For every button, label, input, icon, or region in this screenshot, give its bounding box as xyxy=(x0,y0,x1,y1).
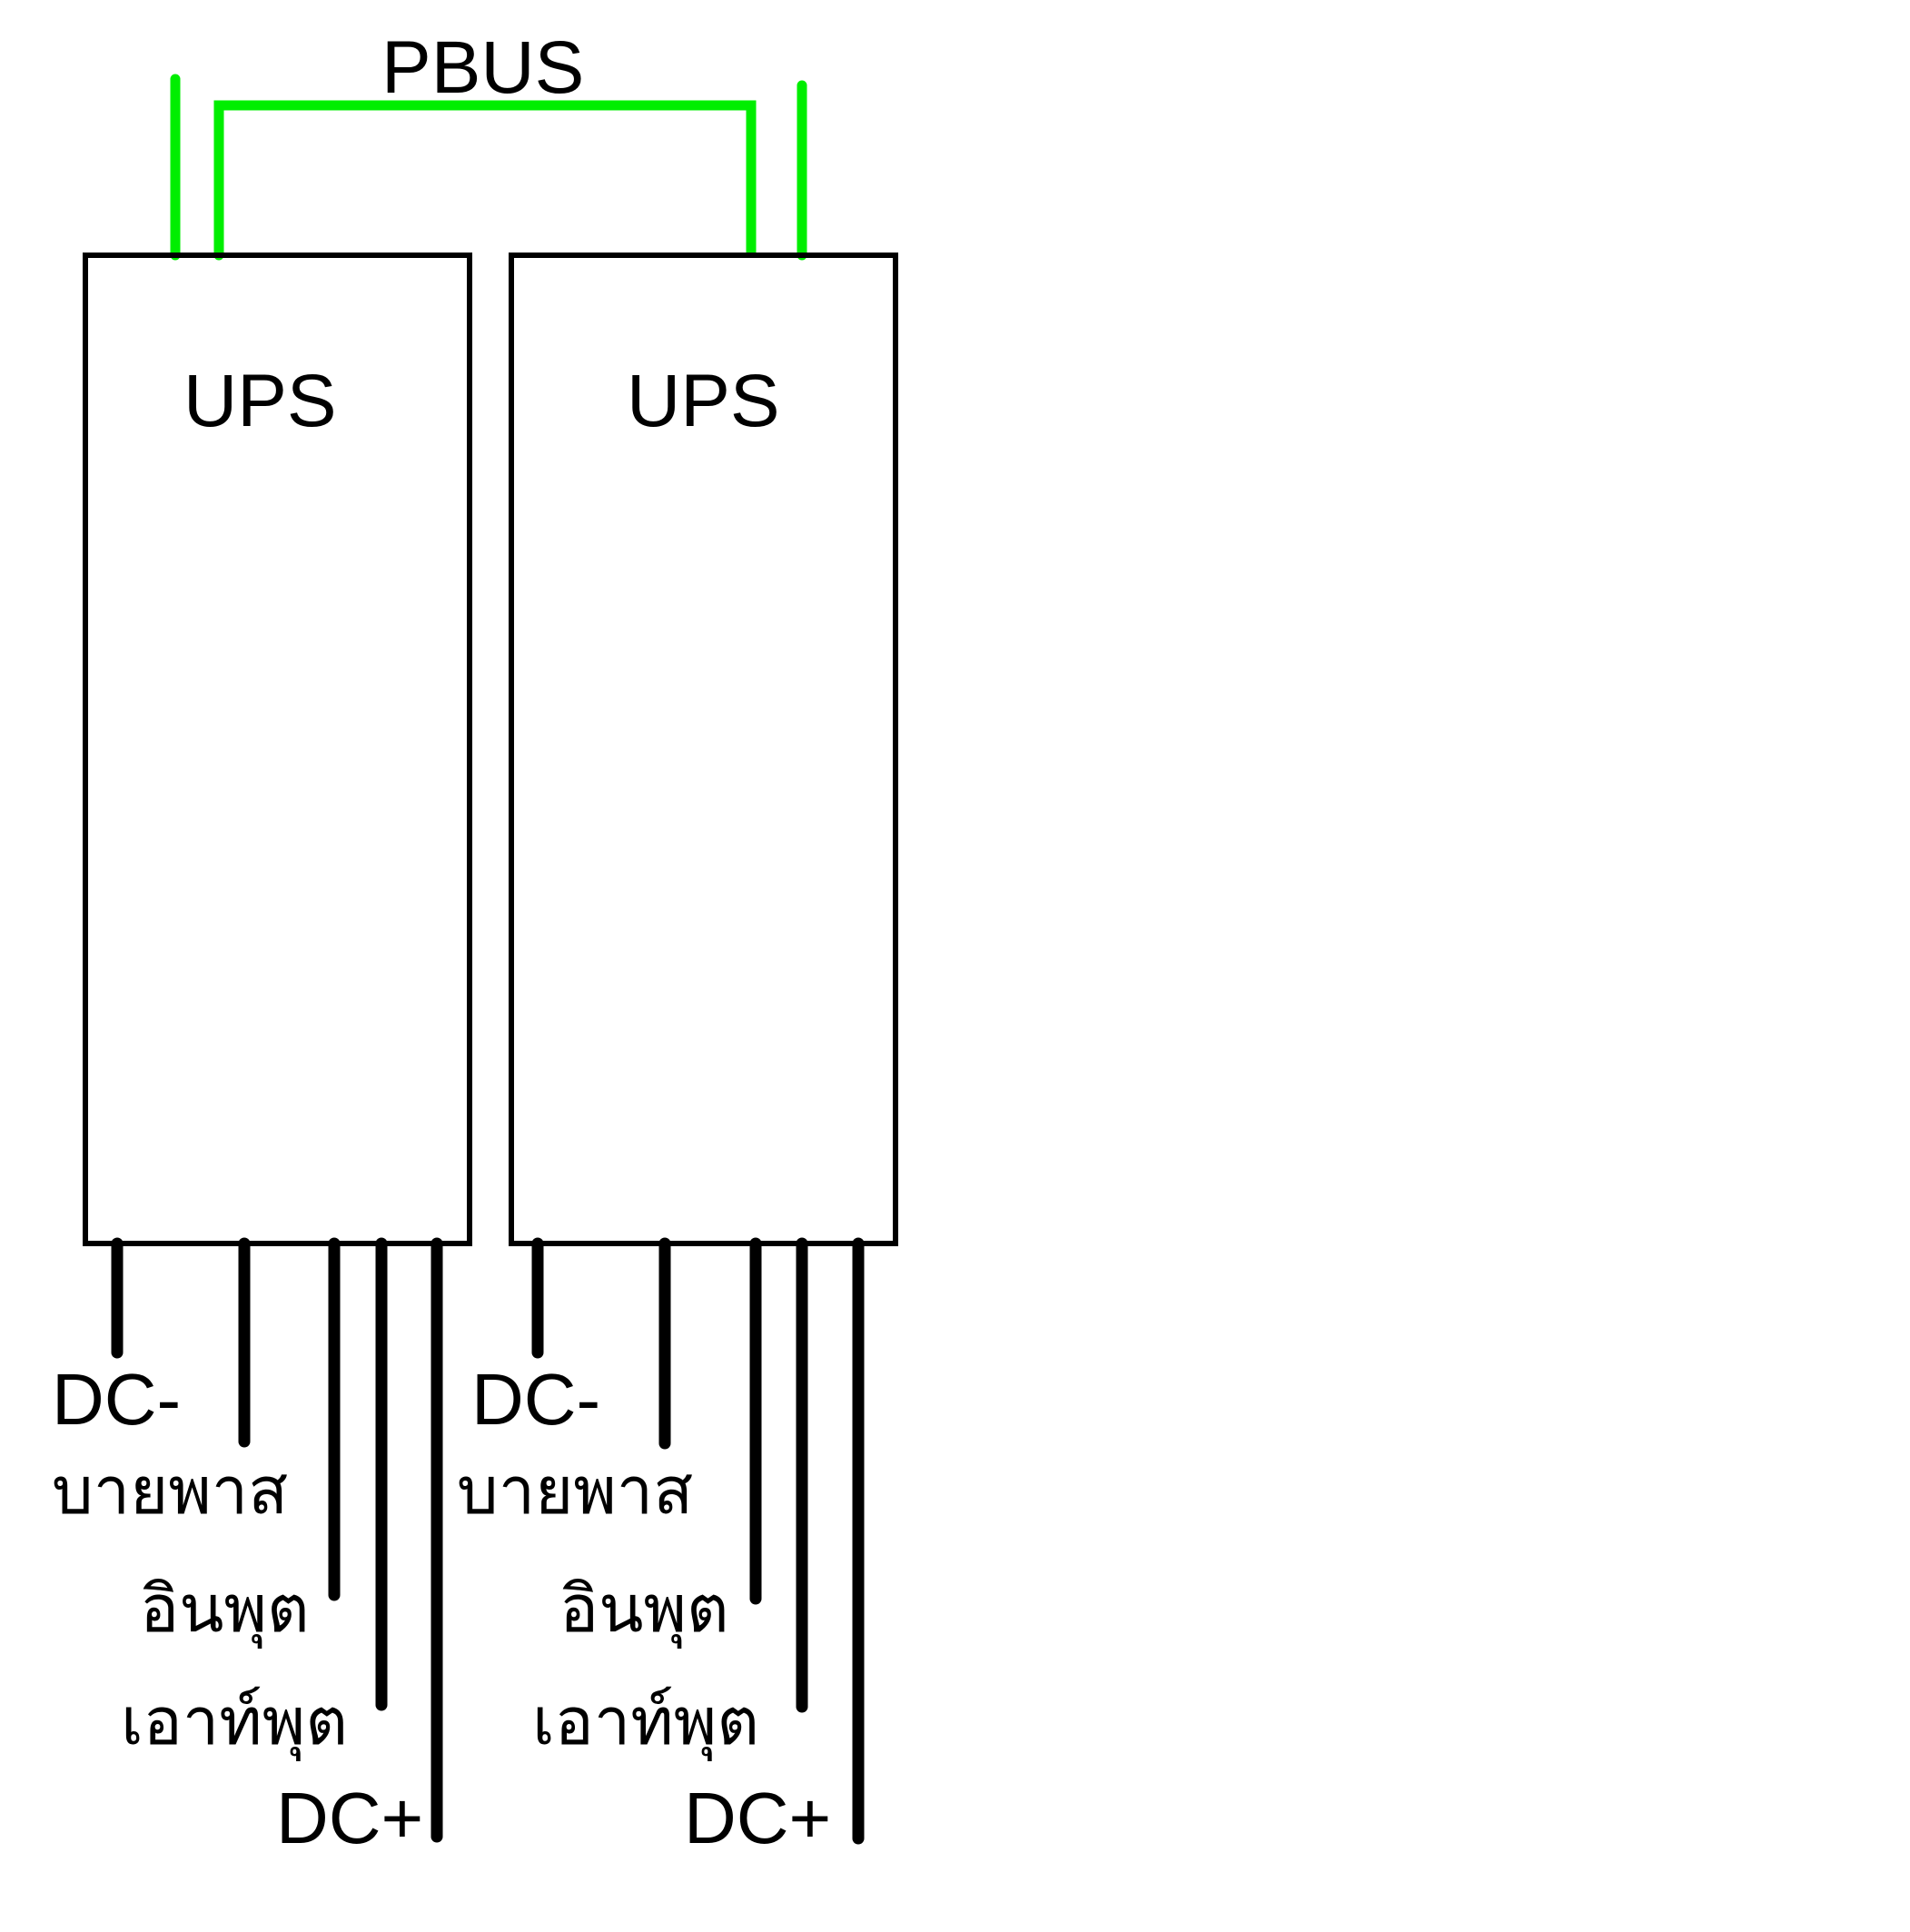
ups-unit-2-bypass-label: บายพาส xyxy=(457,1452,693,1529)
ups-unit-2-dc-minus-label: DC- xyxy=(471,1359,600,1440)
ups-unit-2-box xyxy=(509,253,898,1246)
ups-unit-1-input-label: อินพุต xyxy=(140,1570,310,1649)
ups-unit-1-dc-minus-label: DC- xyxy=(52,1359,181,1440)
ups-unit-1-bypass-label: บายพาส xyxy=(52,1452,288,1529)
ups-unit-2-output-label: เอาท์พุต xyxy=(532,1683,759,1761)
ups-unit-1-label: UPS xyxy=(183,360,337,442)
pbus-link-line xyxy=(213,100,757,261)
ups-unit-2-label: UPS xyxy=(627,360,780,442)
ups-unit-2-dc-plus-label: DC+ xyxy=(684,1778,831,1858)
ups-unit-1-output-label: เอาท์พุต xyxy=(121,1683,348,1761)
ups-unit-1-box xyxy=(83,253,472,1246)
pbus-wiring xyxy=(170,74,807,261)
ups-unit-1: UPS DC- บายพาส อินพุต เอาท์พุต DC+ xyxy=(52,253,472,1858)
ups-unit-2: UPS DC- บายพาส อินพุต เอาท์พุต DC+ xyxy=(457,253,898,1858)
ups-unit-2-input-label: อินพุต xyxy=(559,1570,729,1649)
ups-unit-1-dc-plus-label: DC+ xyxy=(276,1778,423,1858)
pbus-label: PBUS xyxy=(381,26,584,109)
